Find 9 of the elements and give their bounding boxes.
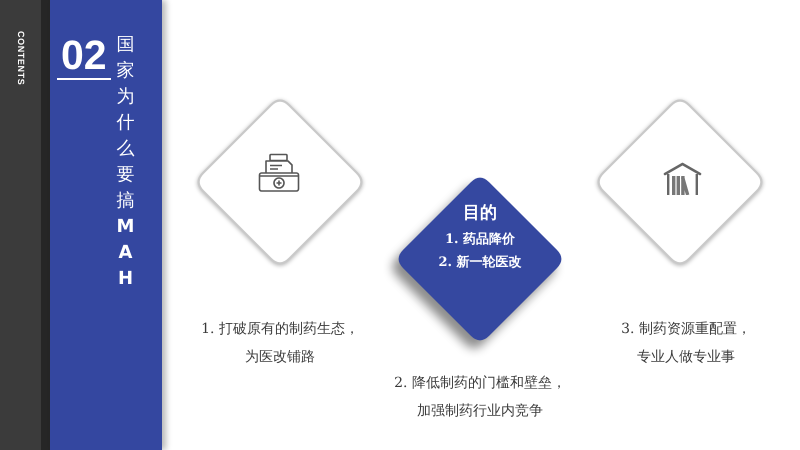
- caption-text: 3. 制药资源重配置，专业人做专业事: [620, 320, 752, 367]
- sidebar-heading: CONTENTS: [15, 31, 27, 86]
- section-number: 02: [57, 34, 111, 80]
- list-item-text: 1. 药品降价: [444, 231, 516, 249]
- caption-text: 2. 降低制药的门槛和壁垒，加强制药行业内竞争: [393, 374, 567, 421]
- vertical-title: 国家为什么要搞MAH: [116, 33, 136, 291]
- list-item-text: 2. 新一轮医改: [438, 254, 522, 272]
- caption-text: 1. 打破原有的制药生态，为医改铺路: [200, 320, 360, 367]
- heading-text: 目的: [463, 203, 497, 223]
